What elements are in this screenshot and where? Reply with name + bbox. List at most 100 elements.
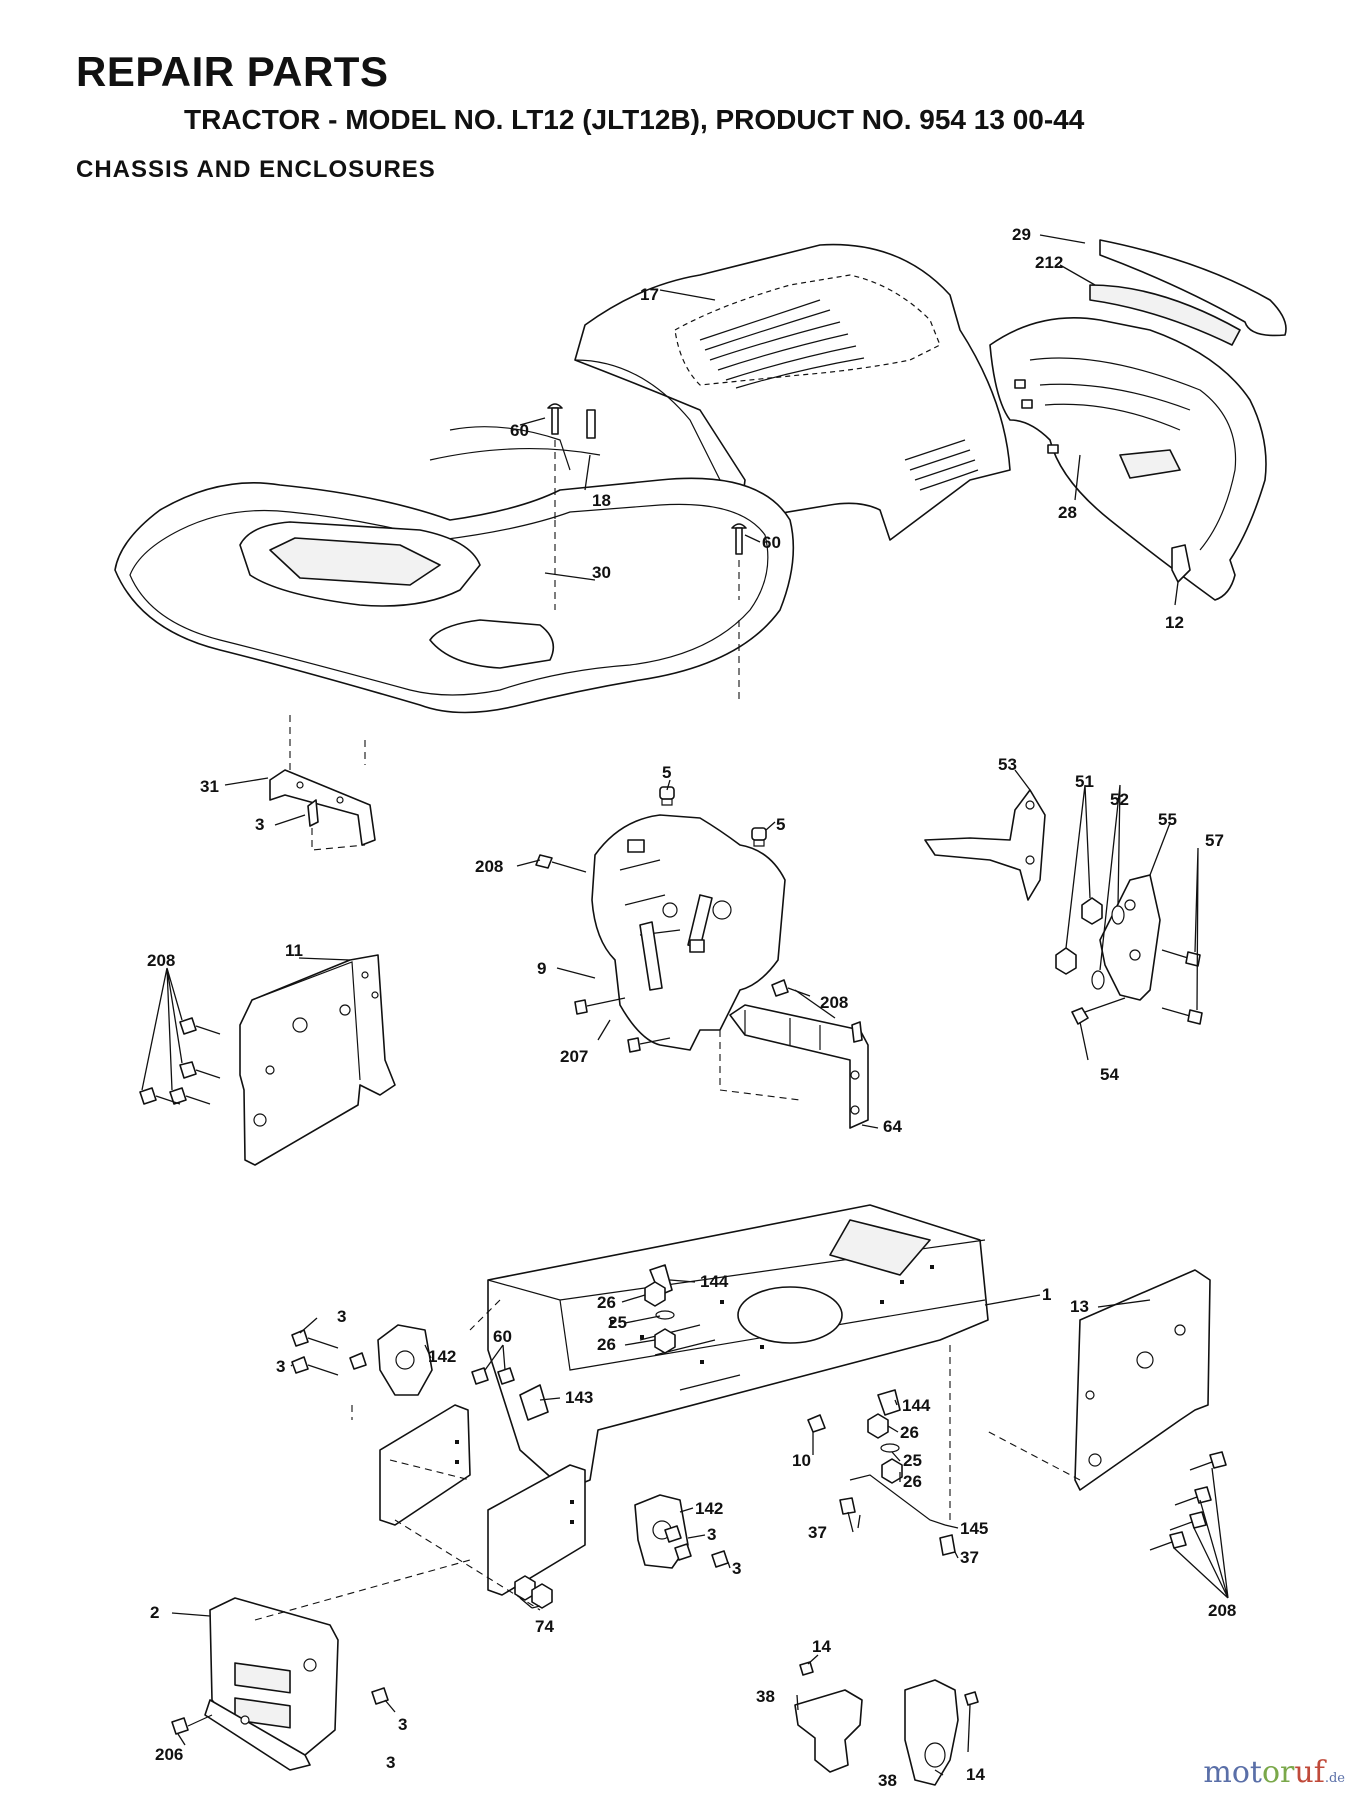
callout-label: 26 bbox=[597, 1335, 616, 1354]
dash-panel-part bbox=[591, 814, 786, 1051]
screw-part bbox=[574, 997, 671, 1053]
callout-label: 3 bbox=[398, 1715, 407, 1734]
watermark-logo: motoruf.de bbox=[1203, 1755, 1345, 1790]
lower-dash-part bbox=[729, 1004, 869, 1129]
callout-label: 142 bbox=[695, 1499, 723, 1518]
nut-part bbox=[1055, 897, 1103, 975]
mounting-bracket-part bbox=[794, 1679, 959, 1786]
callout-label: 3 bbox=[276, 1357, 285, 1376]
grille-part bbox=[989, 317, 1267, 601]
callout-label: 51 bbox=[1075, 772, 1094, 791]
callout-label: 3 bbox=[707, 1525, 716, 1544]
callout-label: 17 bbox=[640, 285, 659, 304]
callout-label: 60 bbox=[510, 421, 529, 440]
callout-label: 207 bbox=[560, 1047, 588, 1066]
front-bumper-part bbox=[204, 1597, 339, 1771]
callout-label: 208 bbox=[475, 857, 503, 876]
callout-label: 208 bbox=[147, 951, 175, 970]
bracket-part bbox=[1099, 874, 1161, 1001]
headlight-lens-part bbox=[1089, 239, 1287, 346]
clip-part bbox=[1171, 544, 1191, 583]
callout-label: 38 bbox=[878, 1771, 897, 1790]
nut-part bbox=[659, 786, 767, 847]
washer-part bbox=[655, 1310, 900, 1453]
callout-label: 52 bbox=[1110, 790, 1129, 809]
callout-label: 3 bbox=[386, 1753, 395, 1772]
callout-labels: 29 212 17 60 18 28 30 60 12 31 3 5 5 53 … bbox=[147, 225, 1236, 1790]
callout-label: 14 bbox=[812, 1637, 831, 1656]
nut-part bbox=[644, 1281, 903, 1484]
callout-label: 3 bbox=[337, 1307, 346, 1326]
fender-part bbox=[114, 426, 795, 714]
screw-part bbox=[1071, 1007, 1089, 1025]
screw-part bbox=[1149, 1451, 1227, 1551]
model-subtitle: TRACTOR - MODEL NO. LT12 (JLT12B), PRODU… bbox=[184, 104, 1085, 135]
callout-label: 25 bbox=[608, 1313, 627, 1332]
bolt-part bbox=[1161, 949, 1203, 1025]
callout-label: 37 bbox=[960, 1548, 979, 1567]
callout-label: 57 bbox=[1205, 831, 1224, 850]
main-frame-part bbox=[487, 1204, 989, 1491]
callout-label: 212 bbox=[1035, 253, 1063, 272]
bolt-part bbox=[839, 1497, 956, 1556]
clamp-bracket-part bbox=[649, 1264, 901, 1416]
page-title: REPAIR PARTS bbox=[76, 48, 389, 95]
screw-part bbox=[139, 1017, 221, 1105]
callout-label: 28 bbox=[1058, 503, 1077, 522]
screw-part bbox=[171, 1717, 189, 1735]
callout-label: 31 bbox=[200, 777, 219, 796]
callout-label: 12 bbox=[1165, 613, 1184, 632]
callout-label: 9 bbox=[537, 959, 546, 978]
washer-part bbox=[1091, 905, 1125, 990]
callout-label: 60 bbox=[762, 533, 781, 552]
callout-label: 1 bbox=[1042, 1285, 1051, 1304]
seat-bracket-part bbox=[269, 769, 376, 846]
callout-label: 14 bbox=[966, 1765, 985, 1784]
callout-label: 145 bbox=[960, 1519, 988, 1538]
callout-label: 143 bbox=[565, 1388, 593, 1407]
screw-part bbox=[799, 1661, 979, 1706]
callout-label: 60 bbox=[493, 1327, 512, 1346]
callout-label: 144 bbox=[902, 1396, 931, 1415]
hood-part bbox=[574, 243, 1011, 541]
callout-label: 10 bbox=[792, 1451, 811, 1470]
callout-label: 18 bbox=[592, 491, 611, 510]
callout-label: 3 bbox=[255, 815, 264, 834]
bracket-part bbox=[924, 789, 1046, 901]
section-title: CHASSIS AND ENCLOSURES bbox=[76, 156, 436, 183]
callout-label: 29 bbox=[1012, 225, 1031, 244]
callout-label: 25 bbox=[903, 1451, 922, 1470]
callout-label: 208 bbox=[820, 993, 848, 1012]
callout-label: 11 bbox=[285, 941, 303, 960]
callout-label: 26 bbox=[900, 1423, 919, 1442]
screw-part bbox=[371, 1687, 389, 1705]
callout-label: 206 bbox=[155, 1745, 183, 1764]
callout-label: 144 bbox=[700, 1272, 729, 1291]
callout-label: 55 bbox=[1158, 810, 1177, 829]
callout-label: 5 bbox=[776, 815, 785, 834]
callout-label: 30 bbox=[592, 563, 611, 582]
side-panel-part bbox=[239, 954, 396, 1166]
callout-label: 37 bbox=[808, 1523, 827, 1542]
screw-part bbox=[535, 854, 811, 997]
screw-part bbox=[291, 1329, 729, 1568]
rod-part bbox=[849, 1474, 946, 1526]
callout-label: 53 bbox=[998, 755, 1017, 774]
bolt-part bbox=[807, 1414, 826, 1433]
rear-plate-part bbox=[1074, 1269, 1211, 1491]
callout-label: 38 bbox=[756, 1687, 775, 1706]
carriage-bolt-part bbox=[547, 403, 747, 555]
callout-label: 54 bbox=[1100, 1065, 1119, 1084]
callout-label: 3 bbox=[732, 1559, 741, 1578]
callout-label: 74 bbox=[535, 1617, 554, 1636]
callout-label: 26 bbox=[903, 1472, 922, 1491]
callout-label: 26 bbox=[597, 1293, 616, 1312]
callout-label: 2 bbox=[150, 1603, 159, 1622]
callout-label: 142 bbox=[428, 1347, 456, 1366]
front-plate-part bbox=[379, 1404, 586, 1596]
callout-label: 13 bbox=[1070, 1297, 1089, 1316]
callout-label: 5 bbox=[662, 763, 671, 782]
callout-label: 64 bbox=[883, 1117, 902, 1136]
callout-label: 208 bbox=[1208, 1601, 1236, 1620]
